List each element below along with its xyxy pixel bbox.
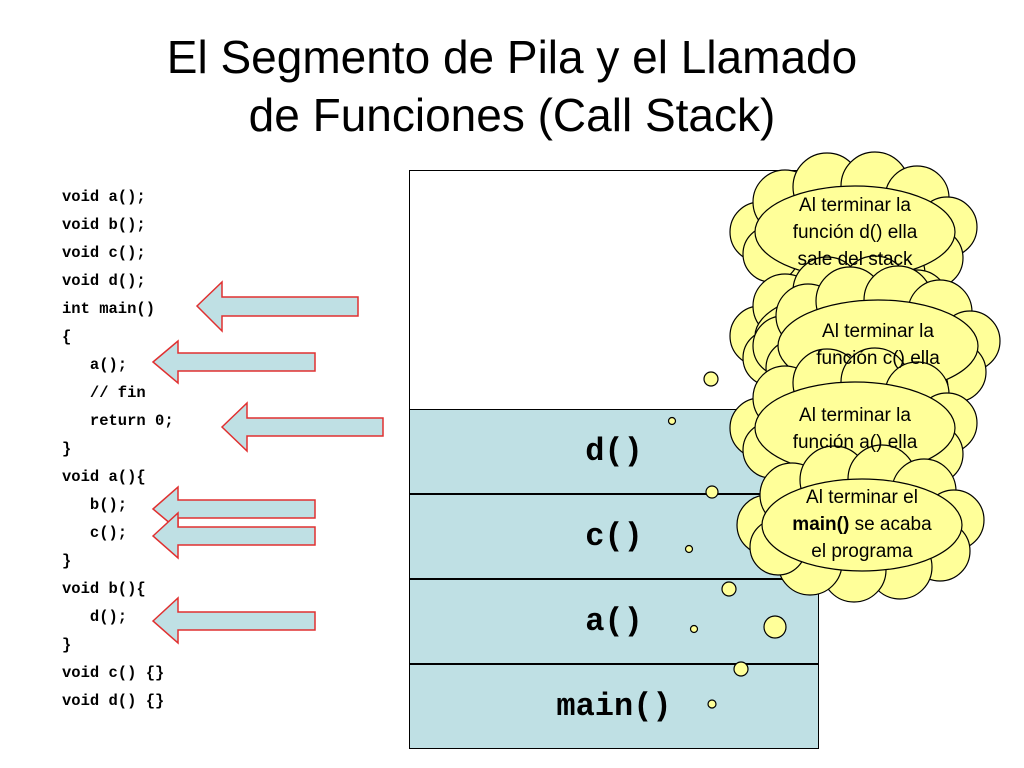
- code-line: void d() {}: [62, 692, 165, 710]
- code-line: void d();: [62, 272, 146, 290]
- cloud-a-line: función a() ella: [792, 432, 918, 453]
- title-line-2: de Funciones (Call Stack): [248, 89, 776, 141]
- code-line: a();: [62, 356, 128, 374]
- code-line: void c();: [62, 244, 146, 262]
- code-line: {: [62, 328, 72, 346]
- cloud-main-line: el programa: [811, 541, 913, 562]
- code-line: int main(): [62, 300, 156, 318]
- cloud-main-line: main() se acaba: [764, 511, 960, 538]
- cloud-main-text: Al terminar el main() se acaba el progra…: [764, 484, 960, 565]
- stack-frame-main: main(): [409, 664, 819, 749]
- code-line: d();: [62, 608, 128, 626]
- cloud-d-text: Al terminar la función d() ella sale del…: [757, 192, 953, 273]
- cloud-c-line: función c() ella: [816, 348, 940, 369]
- code-line: // fin: [62, 384, 146, 402]
- cloud-a-text: Al terminar la función a() ella: [757, 402, 953, 456]
- arrow-main-icon: [195, 280, 359, 333]
- title-line-1: El Segmento de Pila y el Llamado: [166, 31, 858, 83]
- code-line: void a(){: [62, 468, 146, 486]
- code-line: }: [62, 440, 72, 458]
- stack-frame-c: c(): [409, 494, 819, 579]
- cloud-main-rest: se acaba: [849, 514, 932, 535]
- cloud-d-line: función d() ella: [792, 222, 918, 243]
- code-line: void b();: [62, 216, 146, 234]
- code-line: c();: [62, 524, 128, 542]
- slide-title: El Segmento de Pila y el Llamado de Func…: [0, 28, 1024, 144]
- stack-frame-a: a(): [409, 579, 819, 664]
- code-line: void c() {}: [62, 664, 165, 682]
- code-line: }: [62, 636, 72, 654]
- code-line: }: [62, 552, 72, 570]
- code-listing: void a(); void b(); void c(); void d(); …: [62, 183, 174, 715]
- code-line: void b(){: [62, 580, 146, 598]
- code-line: b();: [62, 496, 128, 514]
- cloud-main-bold: main(): [792, 514, 850, 535]
- cloud-c-line: Al terminar la: [822, 321, 934, 342]
- arrow-call-c-icon: [151, 511, 316, 560]
- arrow-call-d-icon: [151, 596, 316, 645]
- arrow-return-icon: [220, 401, 384, 453]
- code-line: return 0;: [62, 412, 174, 430]
- cloud-c-text: Al terminar la función c() ella: [780, 318, 976, 372]
- cloud-d-line: Al terminar la: [799, 195, 911, 216]
- code-line: void a();: [62, 188, 146, 206]
- cloud-d-line: sale del stack: [797, 249, 913, 270]
- cloud-main-line: Al terminar el: [806, 487, 918, 508]
- cloud-a-line: Al terminar la: [799, 405, 911, 426]
- arrow-call-a-icon: [151, 339, 316, 385]
